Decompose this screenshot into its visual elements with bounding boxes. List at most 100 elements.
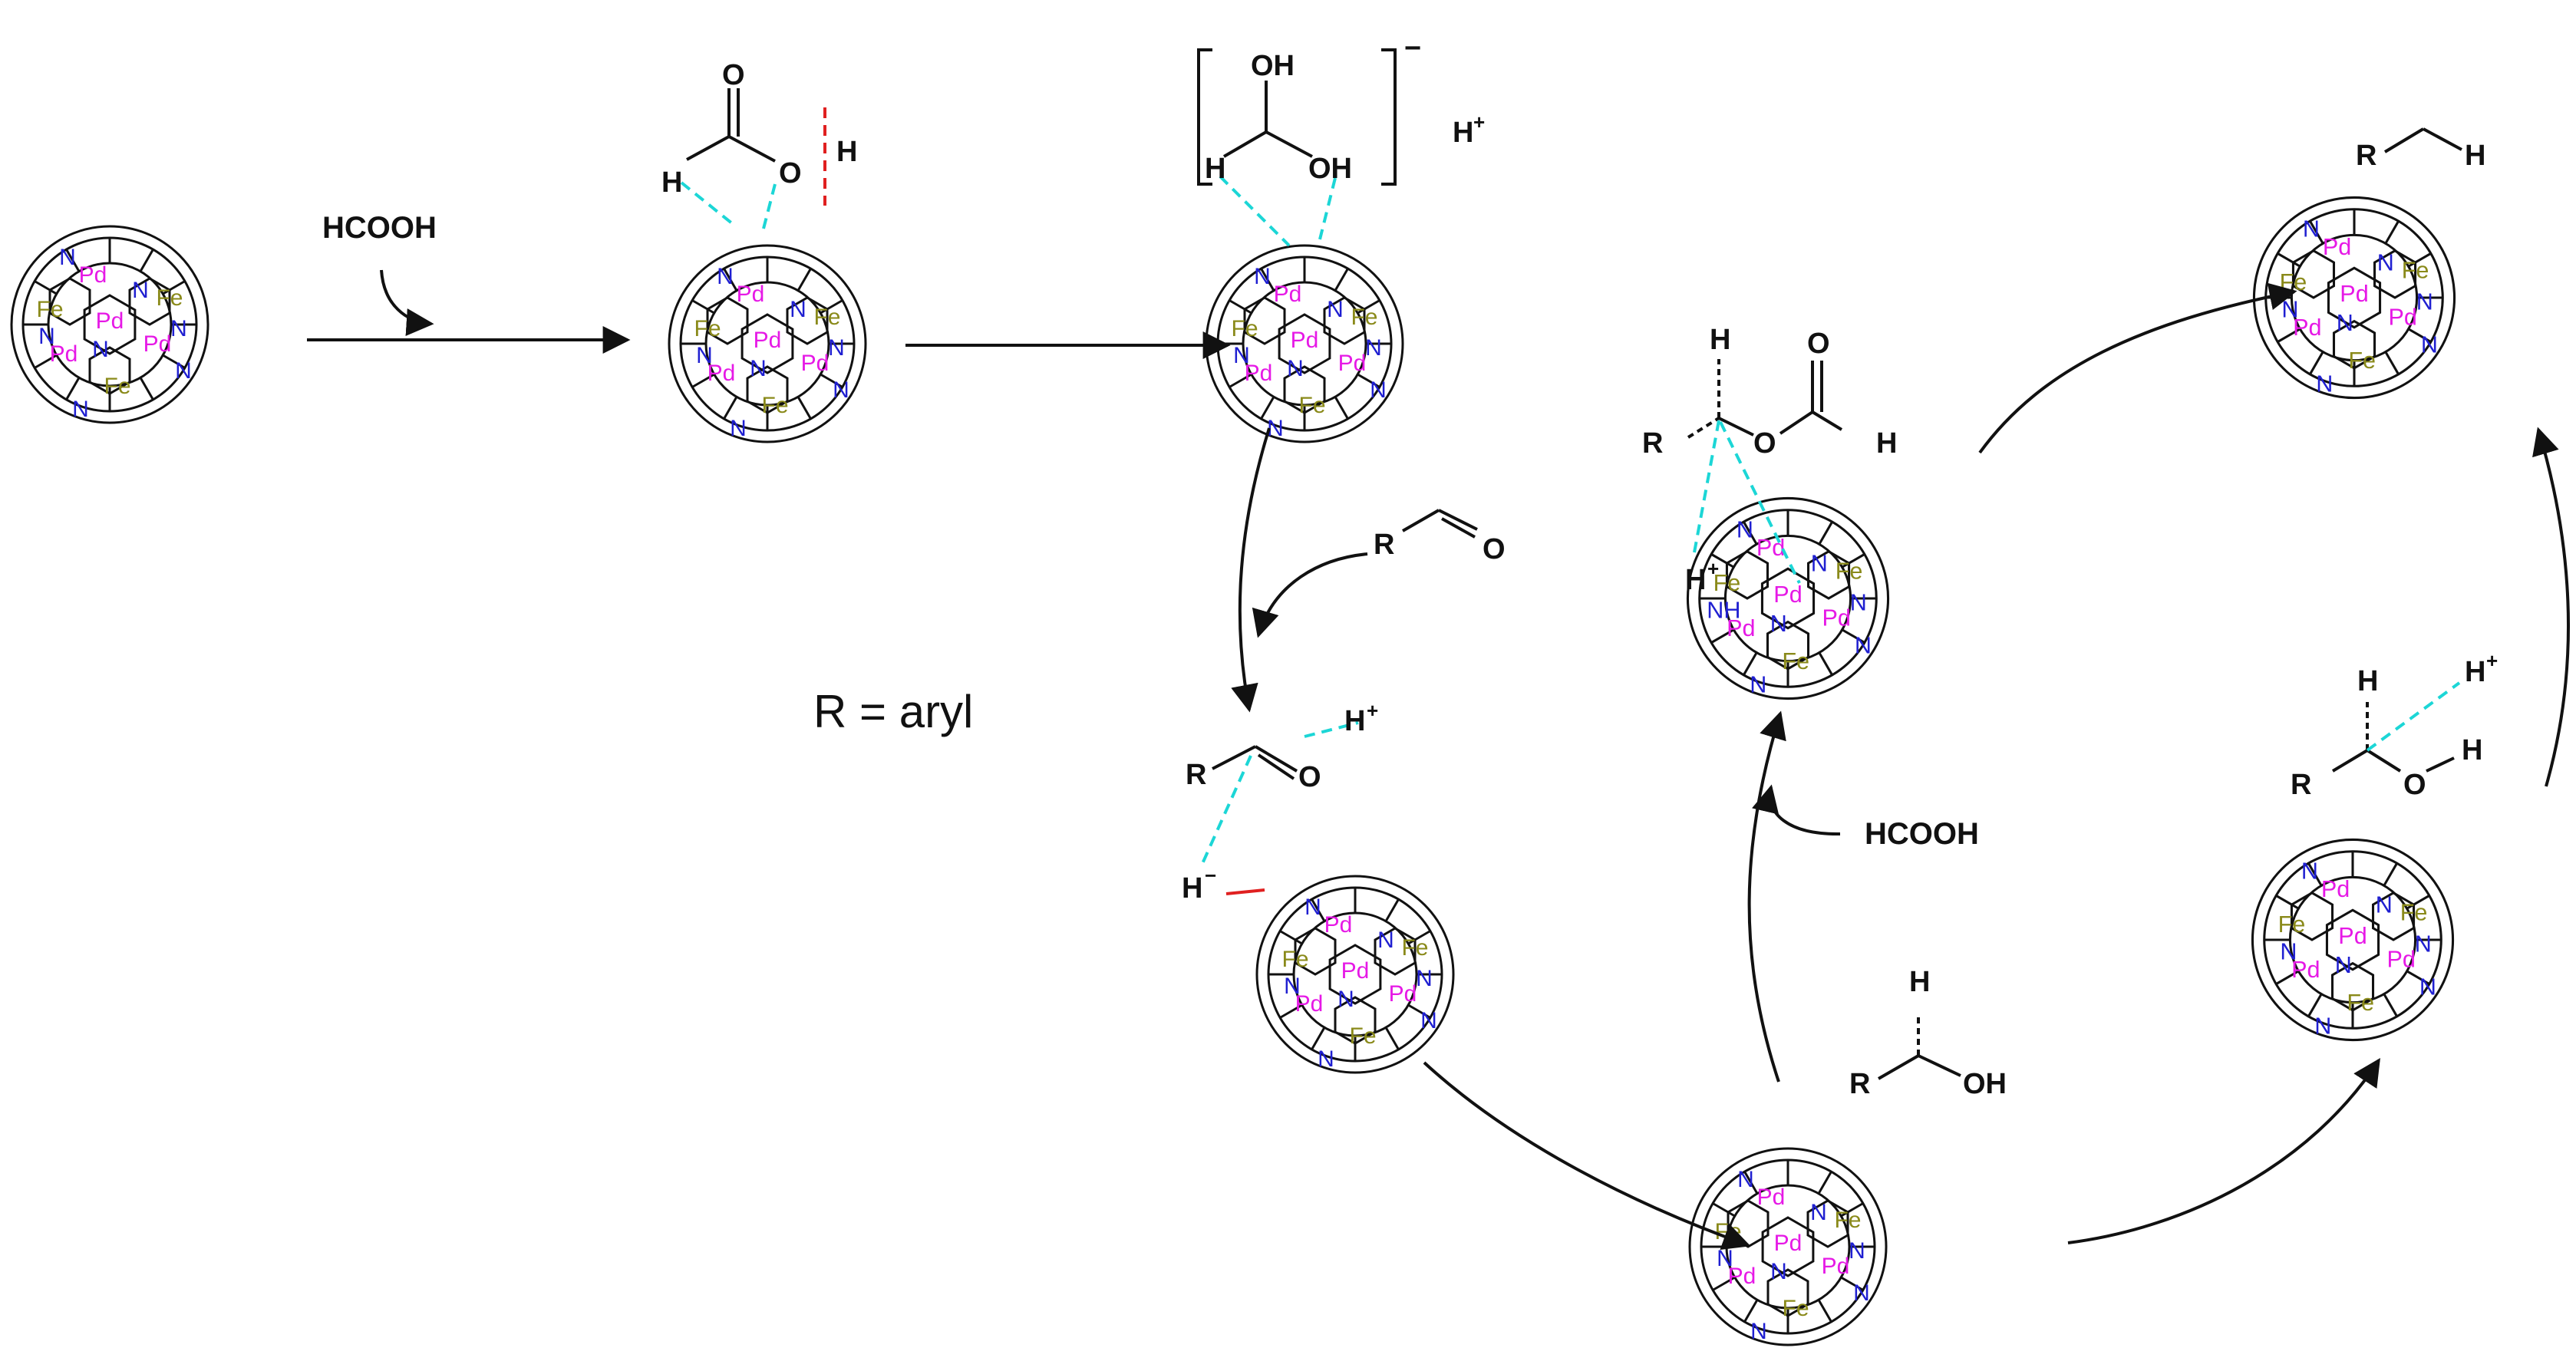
fe-label: Fe bbox=[1713, 570, 1741, 596]
n-label: N bbox=[2280, 939, 2297, 965]
n-label: N bbox=[132, 278, 149, 303]
fe-label: Fe bbox=[1834, 1208, 1861, 1233]
pd-label: Pd bbox=[1822, 1254, 1850, 1279]
n-label: N bbox=[1717, 1246, 1733, 1271]
n-label: N bbox=[2281, 297, 2298, 323]
n-label: N bbox=[1737, 1167, 1754, 1192]
reagent-hcooh-2: HCOOH bbox=[1865, 817, 1979, 851]
pd-label: Pd bbox=[801, 351, 830, 376]
atom-H: H bbox=[2357, 665, 2378, 697]
fe-label: Fe bbox=[1298, 393, 1325, 418]
labels: HCOOH O H O H OH H OH − H + R O R = aryl… bbox=[322, 32, 2498, 1100]
atom-Hplus: H bbox=[1453, 117, 1473, 149]
pd-label: Pd bbox=[1245, 361, 1273, 386]
atom-Hplus: H bbox=[1344, 705, 1365, 737]
n-label: N bbox=[790, 297, 806, 322]
fe-label: Fe bbox=[2348, 348, 2376, 374]
arrow-to-product bbox=[1978, 282, 2297, 454]
n-label: N bbox=[1284, 974, 1301, 999]
fe-label: Fe bbox=[1782, 1296, 1809, 1321]
pd-label: Pd bbox=[1274, 282, 1302, 307]
pd-label: Pd bbox=[50, 341, 78, 367]
n-label: N bbox=[1233, 343, 1250, 368]
charge-minus: − bbox=[1404, 32, 1421, 64]
n-label: N bbox=[1750, 671, 1766, 697]
n-label: N bbox=[1750, 1319, 1767, 1344]
fe-label: Fe bbox=[104, 374, 130, 399]
n-label: N bbox=[828, 335, 845, 361]
arrows bbox=[307, 269, 2570, 1251]
atom-O: O bbox=[1753, 427, 1776, 460]
fe-label: Fe bbox=[2347, 990, 2374, 1016]
sup-plus: + bbox=[1707, 557, 1719, 580]
n-label: N bbox=[1327, 297, 1344, 322]
pd-label: Pd bbox=[1291, 328, 1319, 353]
atom-H: H bbox=[661, 166, 682, 199]
n-label: N bbox=[175, 358, 192, 384]
atom-O: O bbox=[779, 157, 802, 190]
n-label: N bbox=[2376, 891, 2393, 918]
n-label: N bbox=[2301, 858, 2318, 884]
arrow-to-aldehyde-complex bbox=[1231, 427, 1271, 713]
n-label: N bbox=[92, 337, 109, 362]
n-label: N bbox=[696, 343, 713, 368]
n-label: N bbox=[2314, 1013, 2331, 1039]
n-label: N bbox=[1737, 516, 1753, 542]
pd-label: Pd bbox=[96, 308, 124, 334]
arrow-right-column-up bbox=[2532, 427, 2570, 787]
atom-H: H bbox=[1909, 966, 1930, 998]
n-label: N bbox=[1850, 589, 1867, 615]
atom-O: O bbox=[2403, 769, 2426, 801]
atom-O: O bbox=[1483, 533, 1506, 565]
atom-O: O bbox=[1807, 328, 1830, 360]
n-label: N bbox=[1337, 987, 1354, 1012]
atom-R: R bbox=[1642, 427, 1663, 460]
pd-label: Pd bbox=[707, 361, 736, 386]
pd-label: Pd bbox=[1338, 351, 1367, 376]
pd-label: Pd bbox=[2291, 957, 2320, 983]
pd-label: Pd bbox=[2389, 305, 2417, 331]
n-label: N bbox=[2415, 931, 2432, 957]
n-label: NH bbox=[1707, 598, 1740, 624]
pd-label: Pd bbox=[1295, 991, 1324, 1017]
fe-label: Fe bbox=[1231, 316, 1258, 341]
atom-R: R bbox=[2291, 769, 2311, 801]
atom-OH: OH bbox=[1251, 50, 1295, 82]
n-label: N bbox=[1304, 895, 1321, 920]
sup-plus: + bbox=[1367, 699, 1378, 722]
pd-label: Pd bbox=[1773, 582, 1802, 608]
fe-label: Fe bbox=[1782, 648, 1809, 674]
curved-arrow-aldehyde bbox=[1252, 552, 1368, 638]
sup-minus: − bbox=[1205, 864, 1216, 887]
hydrogen-bonds bbox=[680, 175, 2461, 868]
n-label: N bbox=[1811, 550, 1828, 576]
pd-label: Pd bbox=[79, 262, 107, 288]
atom-OH: OH bbox=[1963, 1068, 2007, 1100]
atom-Hminus: H bbox=[1182, 872, 1202, 905]
n-label: N bbox=[717, 264, 734, 289]
pd-label: Pd bbox=[754, 328, 782, 353]
atom-R: R bbox=[2356, 140, 2376, 172]
pd-label: Pd bbox=[2387, 947, 2416, 973]
n-label: N bbox=[1810, 1200, 1827, 1225]
n-label: N bbox=[1770, 1259, 1787, 1284]
curved-arrow-hcooh-1 bbox=[380, 269, 434, 336]
fe-label: Fe bbox=[1281, 947, 1308, 972]
fe-label: Fe bbox=[761, 393, 788, 418]
atom-O: O bbox=[722, 59, 745, 91]
atom-R: R bbox=[1374, 529, 1394, 561]
pd-label: Pd bbox=[1341, 958, 1370, 984]
atom-H: H bbox=[1205, 153, 1225, 185]
n-label: N bbox=[170, 316, 187, 341]
pd-label: Pd bbox=[737, 282, 765, 307]
curved-arrow-hcooh-2 bbox=[1752, 784, 1841, 836]
n-label: N bbox=[1318, 1046, 1334, 1072]
pd-label: Pd bbox=[1389, 981, 1417, 1007]
arrow-right-up bbox=[2067, 1057, 2380, 1244]
n-label: N bbox=[2316, 371, 2333, 397]
